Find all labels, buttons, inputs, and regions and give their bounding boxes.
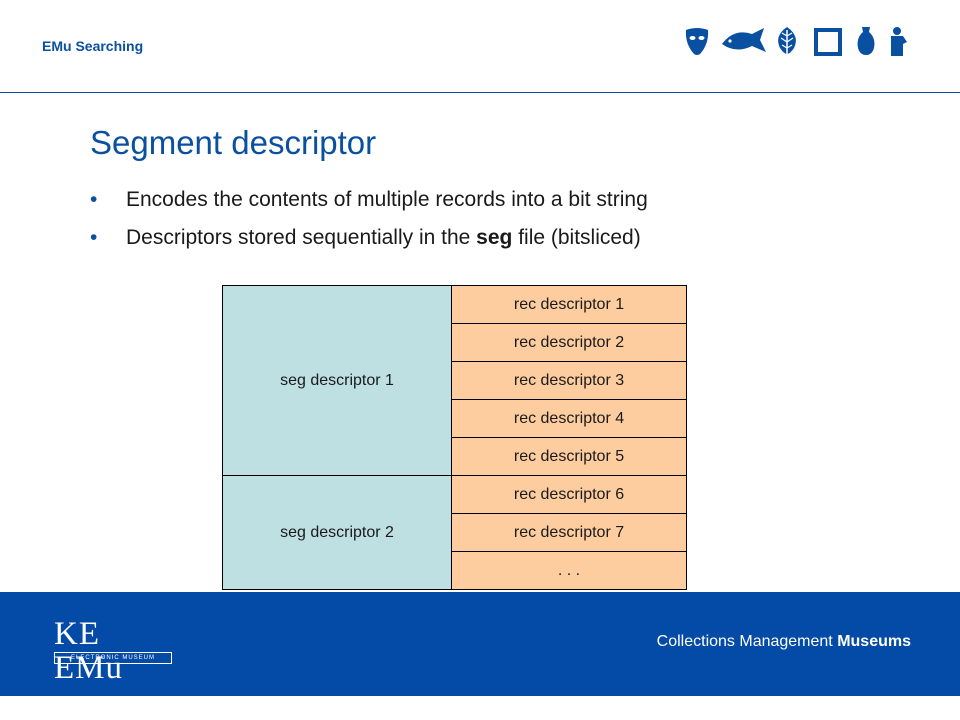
bullet-text: Encodes the contents of multiple records… <box>126 188 648 211</box>
fish-icon <box>722 28 766 52</box>
segment-descriptor-table: seg descriptor 1 rec descriptor 1 rec de… <box>222 285 687 590</box>
mask-icon <box>685 28 709 55</box>
bullet-item: • Descriptors stored sequentially in the… <box>90 222 648 260</box>
rec-descriptor-cell: rec descriptor 7 <box>451 513 687 552</box>
table-row: rec descriptor 5 <box>223 437 687 476</box>
tagline-bold: Museums <box>837 633 911 650</box>
footer-tagline: Collections Management Museums <box>657 633 911 651</box>
figure-icon <box>891 27 907 56</box>
table-row: . . . <box>223 551 687 590</box>
header-title: EMu Searching <box>42 38 144 54</box>
table-row: rec descriptor 7 <box>223 513 687 552</box>
leaf-icon <box>778 27 796 57</box>
seg-descriptor-cell: seg descriptor 1 <box>222 285 452 476</box>
frame-icon <box>814 28 842 56</box>
table-row: seg descriptor 1 rec descriptor 1 <box>222 285 687 476</box>
vase-icon <box>857 27 875 55</box>
bullet-text-pre: Descriptors stored sequentially in the <box>126 226 477 249</box>
slide-title: Segment descriptor <box>90 124 377 161</box>
header-divider <box>0 92 960 93</box>
table-row: rec descriptor 3 <box>223 361 687 400</box>
footer-bar: KE EMu ELECTRONIC MUSEUM Collections Man… <box>0 592 960 696</box>
bullet-marker: • <box>90 226 98 249</box>
rec-descriptor-cell: . . . <box>451 551 687 590</box>
bullet-marker: • <box>90 188 98 211</box>
bullet-text-post: file (bitsliced) <box>512 226 641 249</box>
rec-descriptor-cell: rec descriptor 4 <box>451 399 687 438</box>
ke-emu-logo: KE EMu ELECTRONIC MUSEUM <box>54 617 172 685</box>
logo-wordmark: KE EMu <box>54 616 123 686</box>
rec-descriptor-cell: rec descriptor 1 <box>451 285 687 324</box>
bullet-list: • Encodes the contents of multiple recor… <box>90 184 648 260</box>
rec-descriptor-cell: rec descriptor 3 <box>451 361 687 400</box>
tagline-regular: Collections Management <box>656 633 838 650</box>
bullet-item: • Encodes the contents of multiple recor… <box>90 184 648 222</box>
logo-subtitle: ELECTRONIC MUSEUM <box>54 652 172 664</box>
rec-descriptor-cell: rec descriptor 6 <box>451 475 687 514</box>
rec-descriptor-cell: rec descriptor 2 <box>451 323 687 362</box>
table-row: seg descriptor 2 rec descriptor 6 <box>222 475 687 590</box>
rec-descriptor-cell: rec descriptor 5 <box>451 437 687 476</box>
seg-descriptor-cell: seg descriptor 2 <box>222 475 452 590</box>
bullet-text-bold: seg <box>476 226 513 249</box>
